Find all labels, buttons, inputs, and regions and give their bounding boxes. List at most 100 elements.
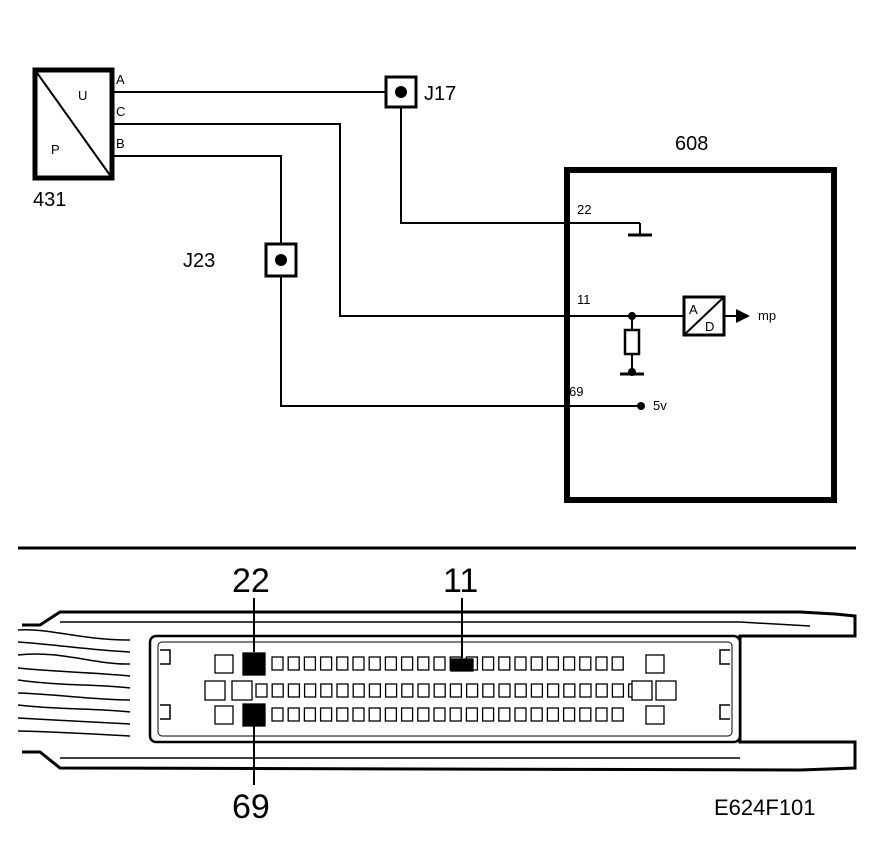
connector-pin: [255, 683, 268, 698]
connector-pin: [514, 707, 527, 722]
connector-pin: [546, 656, 560, 671]
highlighted-pin-11: [450, 658, 474, 672]
guide-square: [645, 654, 665, 674]
connector-pin: [595, 683, 608, 698]
connector-pin: [530, 683, 544, 698]
adc-output-label: mp: [758, 308, 776, 323]
connector-pin: [579, 656, 592, 671]
connector-pin: [530, 656, 543, 671]
connector-pin: [595, 656, 608, 671]
connector-pin: [336, 707, 349, 722]
wire-bundle: [17, 629, 131, 737]
ecu-608: 608 22 11 69 A D mp 5v: [564, 133, 837, 503]
callout-pin-11: 11: [443, 562, 478, 600]
connector-pin: [579, 707, 592, 722]
connector-pin: [482, 683, 495, 698]
connector-pin: [368, 683, 382, 698]
connector-pin: [417, 656, 430, 671]
connector-pin: [562, 707, 576, 722]
adc-label-a: A: [689, 302, 698, 317]
connector-pin: [611, 656, 624, 671]
guide-square: [214, 705, 234, 725]
pressure-sensor-431: U P 431 A C B: [32, 67, 125, 211]
connector-pin: [481, 707, 495, 722]
connector-pin: [271, 683, 284, 698]
sensor-pin-a: A: [116, 72, 125, 87]
connector-pin: [498, 656, 511, 671]
adc-diagonal: [683, 296, 725, 336]
guide-square: [204, 680, 226, 701]
pin-grid: [204, 652, 677, 727]
connector-pin: [319, 656, 333, 671]
connector-pin: [384, 707, 398, 722]
connector-pin: [303, 683, 317, 698]
connector-pin: [563, 683, 576, 698]
connector-pin: [433, 656, 446, 671]
connector-pin: [352, 656, 365, 671]
connector-pin: [514, 656, 527, 671]
connector-pin: [611, 707, 624, 722]
connector-pin: [401, 683, 414, 698]
node-dot: [637, 402, 645, 410]
guide-square: [214, 654, 234, 674]
connector-pin: [579, 683, 592, 698]
ecu-id: 608: [675, 133, 708, 155]
connector-view: 22 11 69: [17, 562, 857, 826]
junction-dot: [275, 254, 287, 266]
connector-pin: [465, 683, 479, 698]
connector-housing: [22, 610, 857, 772]
connector-pin: [287, 656, 300, 671]
supply-label: 5v: [653, 398, 667, 413]
wires: [112, 91, 684, 407]
connector-pin: [417, 707, 430, 722]
connector-pin: [417, 683, 430, 698]
junction-j17: J17: [384, 75, 456, 109]
connector-pin: [271, 656, 284, 671]
ecu-box: [564, 167, 837, 503]
connector-pin: [352, 707, 365, 722]
guide-square: [645, 705, 665, 725]
connector-pin: [611, 683, 625, 698]
highlighted-pin-22: [242, 652, 266, 676]
connector-pin: [384, 683, 398, 698]
latch-notches: [160, 649, 730, 720]
connector-pin: [336, 656, 349, 671]
connector-pin: [368, 707, 381, 722]
adc-label-d: D: [705, 319, 714, 334]
connector-pin: [530, 707, 543, 722]
connector-pin: [352, 683, 365, 698]
connector-pin: [595, 707, 608, 722]
junction-dot: [395, 86, 407, 98]
connector-pin: [384, 656, 398, 671]
connector-pin: [449, 683, 463, 698]
guide-square: [631, 680, 653, 701]
guide-square: [655, 680, 677, 701]
connector-pin: [449, 707, 462, 722]
ecu-pin-22: 22: [577, 202, 591, 217]
connector-pin: [287, 683, 301, 698]
connector-pin: [271, 707, 284, 722]
junction-j17-label: J17: [424, 83, 456, 105]
guide-square: [231, 680, 253, 701]
callout-pin-22: 22: [232, 562, 270, 600]
junction-j23: J23: [183, 242, 298, 278]
connector-pin: [481, 656, 495, 671]
wire-j17-to-22: [400, 92, 640, 224]
wire-b-to-j23: [112, 155, 282, 244]
connector-pin: [287, 707, 300, 722]
wire-c-to-11: [112, 123, 684, 317]
figure-code: E624F101: [714, 795, 816, 820]
connector-pin: [303, 656, 317, 671]
connector-pin: [320, 683, 333, 698]
callout-pin-69: 69: [232, 788, 270, 826]
sensor-label-u: U: [78, 88, 87, 103]
connector-pin: [546, 683, 560, 698]
connector-pin: [433, 707, 446, 722]
connector-pin: [303, 707, 317, 722]
connector-pin: [433, 683, 446, 698]
connector-pin: [546, 707, 560, 722]
connector-pin: [400, 656, 414, 671]
junction-j23-label: J23: [183, 250, 215, 272]
sensor-pin-b: B: [116, 136, 125, 151]
